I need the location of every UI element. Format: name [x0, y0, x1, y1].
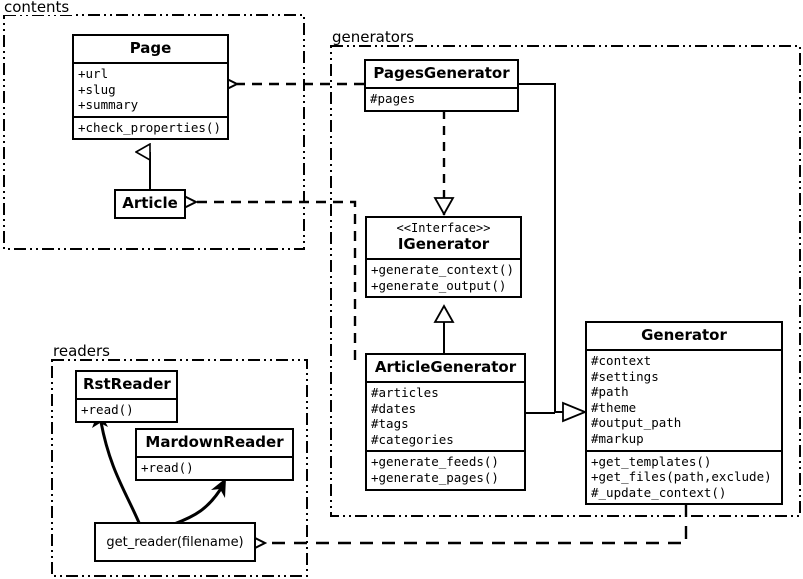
class-name-page: Page: [129, 39, 172, 57]
attribute-theme: #theme: [591, 399, 637, 415]
attribute-tags: #tags: [371, 416, 409, 432]
attribute-summary: +summary: [78, 97, 139, 113]
class-operations-generator: +get_templates() +get_files(path,exclude…: [587, 449, 781, 504]
class-box-mardown-reader[interactable]: MardownReader +read(): [135, 428, 294, 481]
attribute-pages: #pages: [370, 91, 416, 106]
relationship-articlegenerator-inherits-generator: [526, 401, 588, 423]
package-label-readers: readers: [51, 343, 113, 359]
class-name-rst-reader: RstReader: [83, 375, 171, 393]
attribute-settings: #settings: [591, 368, 659, 384]
class-box-article-generator[interactable]: ArticleGenerator #articles #dates #tags …: [365, 353, 526, 491]
class-box-page[interactable]: Page +url +slug +summary +check_properti…: [72, 34, 229, 141]
class-name-igenerator: IGenerator: [397, 235, 490, 253]
class-name-article-generator: ArticleGenerator: [374, 358, 517, 376]
class-name-pages-generator: PagesGenerator: [373, 64, 510, 82]
class-operations-rst-reader: +read(): [77, 398, 176, 421]
attribute-markup: #markup: [591, 430, 644, 446]
class-attributes-article-generator: #articles #dates #tags #categories: [367, 381, 524, 450]
class-box-generator[interactable]: Generator #context #settings #path #them…: [585, 321, 783, 506]
function-box-get-reader[interactable]: get_reader(filename): [94, 522, 256, 562]
class-box-article[interactable]: Article: [114, 189, 186, 219]
class-name-generator: Generator: [641, 326, 727, 344]
package-label-generators: generators: [330, 29, 417, 45]
attribute-context: #context: [591, 353, 652, 368]
operation-generate-feeds: +generate_feeds(): [371, 454, 499, 470]
class-name-article: Article: [122, 194, 178, 212]
attribute-path: #path: [591, 384, 629, 400]
class-operations-page: +check_properties(): [74, 115, 227, 139]
operation-get-files: +get_files(path,exclude): [591, 469, 772, 485]
relationship-articlegenerator-uses-article: [196, 202, 357, 360]
class-attributes-pages-generator: #pages: [366, 87, 517, 110]
class-operations-igenerator: +generate_context() +generate_output(): [367, 258, 520, 296]
class-operations-article-generator: +generate_feeds() +generate_pages(): [367, 450, 524, 488]
relationship-generator-uses-get-reader: [265, 504, 688, 543]
class-attributes-generator: #context #settings #path #theme #output_…: [587, 349, 781, 450]
class-attributes-page: +url +slug +summary: [74, 62, 227, 116]
relationship-getreader-creates-rstreader: [92, 410, 142, 527]
attribute-slug: +slug: [78, 81, 116, 97]
operation-update-context: #_update_context(): [591, 484, 727, 500]
attribute-output-path: #output_path: [591, 415, 682, 431]
attribute-dates: #dates: [371, 400, 417, 416]
class-box-pages-generator[interactable]: PagesGenerator #pages: [364, 59, 519, 112]
class-operations-mardown-reader: +read(): [137, 456, 292, 479]
relationship-pagesgenerator-inherits-generator: [519, 83, 569, 413]
class-box-rst-reader[interactable]: RstReader +read(): [75, 370, 178, 423]
relationship-articlegenerator-inherits-igenerator: [433, 304, 455, 353]
operation-generate-output: +generate_output(): [371, 277, 507, 293]
relationship-getreader-creates-mardownreader: [172, 478, 226, 526]
operation-get-templates: +get_templates(): [591, 453, 712, 469]
attribute-articles: #articles: [371, 385, 439, 400]
class-stereotype-igenerator: <<Interface>>: [396, 221, 491, 235]
operation-read-rst: +read(): [81, 402, 134, 417]
package-label-contents: contents: [2, 0, 73, 15]
function-label-get-reader: get_reader(filename): [106, 534, 244, 550]
relationship-pagesgenerator-realizes-igenerator: [433, 110, 455, 216]
attribute-url: +url: [78, 66, 109, 81]
operation-read-markdown: +read(): [141, 460, 194, 475]
operation-generate-pages: +generate_pages(): [371, 469, 499, 485]
attribute-categories: #categories: [371, 431, 454, 447]
class-name-mardown-reader: MardownReader: [145, 433, 284, 451]
operation-generate-context: +generate_context(): [371, 262, 514, 277]
class-box-igenerator[interactable]: <<Interface>> IGenerator +generate_conte…: [365, 216, 522, 299]
operation-check-properties: +check_properties(): [78, 119, 221, 135]
